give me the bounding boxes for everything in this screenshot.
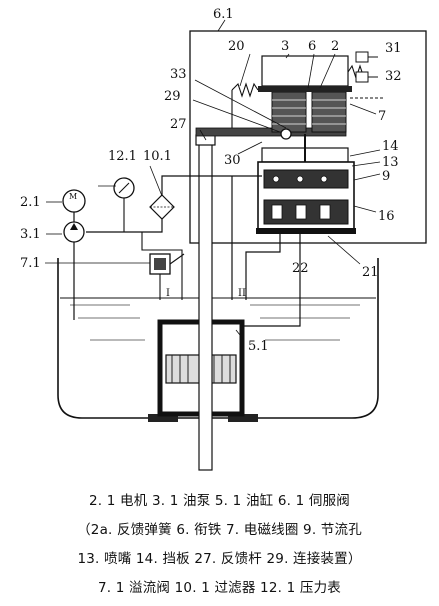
servo-hydraulic-diagram: M 6.1 20 3 6 2 31 32 33 29 (20, 7, 427, 471)
label-port-1: I (166, 288, 170, 299)
valve-base (256, 228, 356, 234)
label-9: 9 (382, 169, 390, 184)
label-21: 21 (362, 265, 379, 280)
oil-level-dashes (70, 304, 360, 341)
tank-foot-right (228, 414, 258, 422)
label-33: 33 (170, 67, 187, 82)
caption-line-2: （2a. 反馈弹簧 6. 衔铁 7. 电磁线圈 9. 节流孔 (77, 522, 362, 538)
pump-arrow (70, 223, 78, 230)
caption-line-4: 7. 1 溢流阀 10. 1 过滤器 12. 1 压力表 (97, 580, 342, 596)
oil-tank (57, 258, 379, 419)
label-3-1: 3.1 (20, 227, 41, 242)
filter-to-valve (161, 175, 232, 195)
piston-hatch (171, 355, 231, 383)
coil-right (311, 91, 347, 133)
feedback-spring (231, 82, 259, 98)
label-22: 22 (292, 261, 309, 276)
spool-upper (263, 169, 349, 189)
relief-branch (141, 232, 183, 300)
caption-line-1: 2. 1 电机 3. 1 油泵 5. 1 油缸 6. 1 伺服阀 (89, 493, 350, 509)
connection-device (280, 128, 292, 140)
coil-left (271, 91, 307, 133)
cylinder-supply-line (242, 234, 301, 327)
label-16: 16 (378, 209, 395, 224)
relief-core (154, 258, 166, 270)
spool-lands (271, 175, 331, 220)
supply-line (86, 219, 163, 233)
label-7-1: 7.1 (20, 256, 41, 271)
servo-valve-housing (189, 30, 427, 244)
label-6: 6 (308, 39, 316, 54)
label-30: 30 (224, 153, 241, 168)
label-2: 2 (331, 39, 339, 54)
label-13: 13 (382, 155, 399, 170)
gauge-needle (118, 182, 130, 194)
armature (258, 86, 352, 92)
torque-motor-top (261, 55, 349, 87)
leader-lines (45, 19, 381, 341)
label-10-1: 10.1 (143, 149, 172, 164)
relief-spring (169, 253, 185, 265)
label-14: 14 (382, 139, 399, 154)
label-7: 7 (378, 109, 386, 124)
piston-rod (198, 139, 213, 471)
label-12-1: 12.1 (108, 149, 137, 164)
motor-symbol: M (69, 192, 77, 201)
label-2-1: 2.1 (20, 195, 41, 210)
label-20: 20 (228, 39, 245, 54)
caption-line-3: 13. 喷嘴 14. 挡板 27. 反馈杆 29. 连接装置） (77, 551, 362, 567)
label-5-1: 5.1 (248, 339, 269, 354)
label-3: 3 (281, 39, 289, 54)
label-port-2: II (238, 288, 246, 299)
terminal-31 (355, 51, 369, 63)
terminal-32 (355, 71, 369, 83)
coil-stripes (272, 99, 346, 125)
label-31: 31 (385, 41, 402, 56)
label-32: 32 (385, 69, 402, 84)
rod-cap (195, 134, 216, 146)
label-27: 27 (170, 117, 187, 132)
cylinder-return-line (245, 234, 281, 300)
label-6-1: 6.1 (213, 7, 234, 22)
tank-foot-left (148, 414, 178, 422)
label-29: 29 (164, 89, 181, 104)
